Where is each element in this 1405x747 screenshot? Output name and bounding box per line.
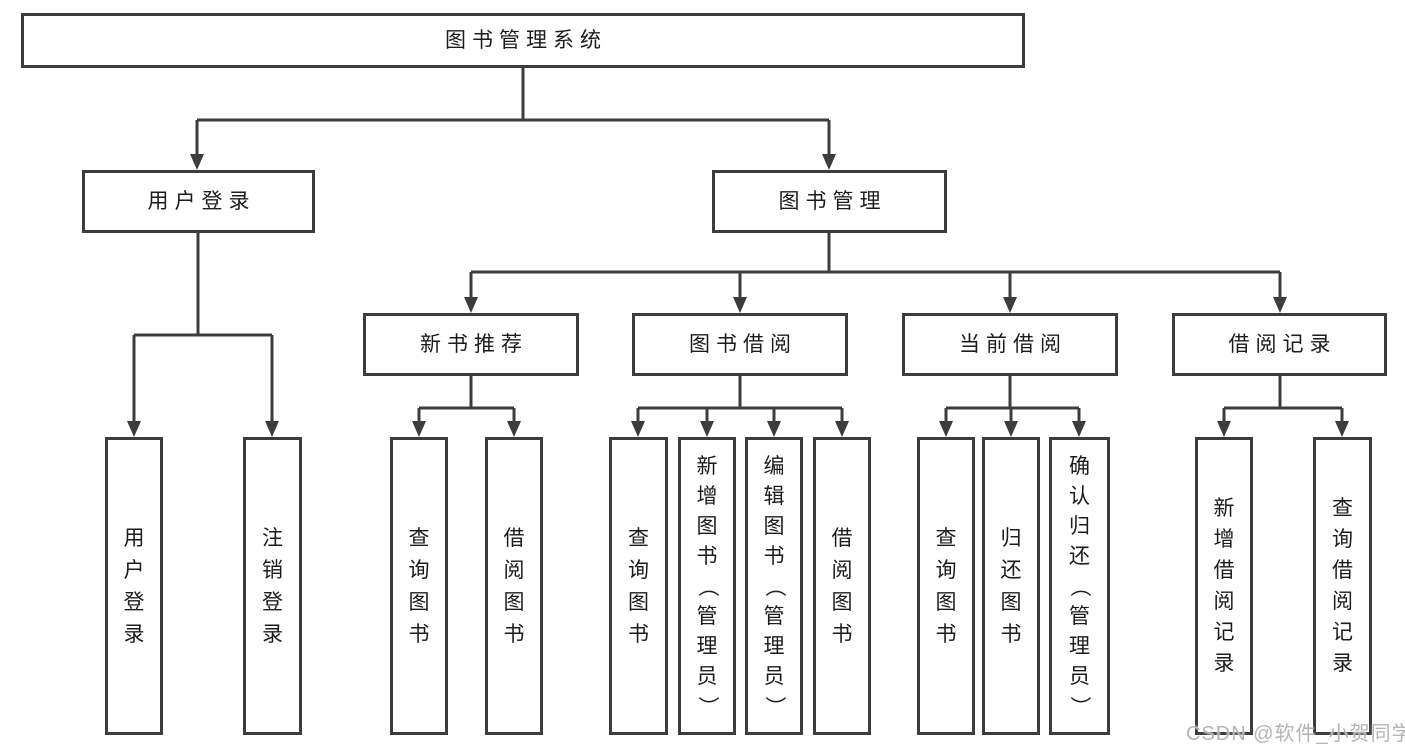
leaf-confirm-return-admin: 确认归还（管理员） (1049, 437, 1110, 735)
leaf-borrow-book-1: 借阅图书 (485, 437, 543, 735)
leaf-edit-book-admin: 编辑图书（管理员） (745, 437, 803, 735)
node-book-borrow-label: 图书借阅 (689, 333, 797, 356)
node-library-system: 图书管理系统 (21, 13, 1025, 68)
leaf-add-borrow-record-label: 新增借阅记录 (1213, 497, 1235, 675)
node-current-borrow-label: 当前借阅 (959, 333, 1067, 356)
leaf-user-login: 用户登录 (105, 437, 163, 735)
node-book-management-label: 图书管理 (778, 190, 887, 213)
leaf-return-book: 归还图书 (982, 437, 1040, 735)
csdn-watermark: CSDN @软件_小贺同学 (1186, 723, 1405, 745)
leaf-return-book-label: 归还图书 (1000, 526, 1022, 646)
node-library-system-label: 图书管理系统 (445, 29, 607, 52)
leaf-add-book-admin: 新增图书（管理员） (678, 437, 736, 735)
leaf-query-book-2: 查询图书 (609, 437, 668, 735)
leaf-borrow-book-2-label: 借阅图书 (831, 526, 853, 646)
leaf-edit-book-admin-label: 编辑图书（管理员） (762, 454, 786, 717)
leaf-logout-label: 注销登录 (262, 526, 283, 646)
node-user-login-label: 用户登录 (147, 190, 256, 213)
leaf-query-book-1: 查询图书 (390, 437, 448, 735)
node-book-borrow: 图书借阅 (632, 313, 848, 376)
leaf-user-login-label: 用户登录 (123, 526, 145, 646)
node-book-management: 图书管理 (712, 170, 947, 233)
node-current-borrow: 当前借阅 (902, 313, 1118, 376)
leaf-query-book-3-label: 查询图书 (935, 526, 957, 646)
leaf-add-borrow-record: 新增借阅记录 (1195, 437, 1253, 735)
leaf-query-book-3: 查询图书 (917, 437, 975, 735)
node-new-book-recommend: 新书推荐 (363, 313, 579, 376)
leaf-query-book-2-label: 查询图书 (628, 526, 649, 646)
node-new-book-recommend-label: 新书推荐 (420, 333, 528, 356)
node-borrow-records-label: 借阅记录 (1228, 333, 1337, 356)
node-user-login: 用户登录 (82, 170, 315, 233)
leaf-confirm-return-admin-label: 确认归还（管理员） (1068, 454, 1091, 717)
leaf-add-book-admin-label: 新增图书（管理员） (695, 454, 719, 717)
leaf-logout: 注销登录 (243, 437, 302, 735)
leaf-query-borrow-record: 查询借阅记录 (1313, 437, 1372, 735)
leaf-query-borrow-record-label: 查询借阅记录 (1332, 497, 1353, 675)
leaf-borrow-book-1-label: 借阅图书 (503, 526, 525, 646)
leaf-borrow-book-2: 借阅图书 (813, 437, 871, 735)
leaf-query-book-1-label: 查询图书 (408, 526, 430, 646)
node-borrow-records: 借阅记录 (1172, 313, 1387, 376)
